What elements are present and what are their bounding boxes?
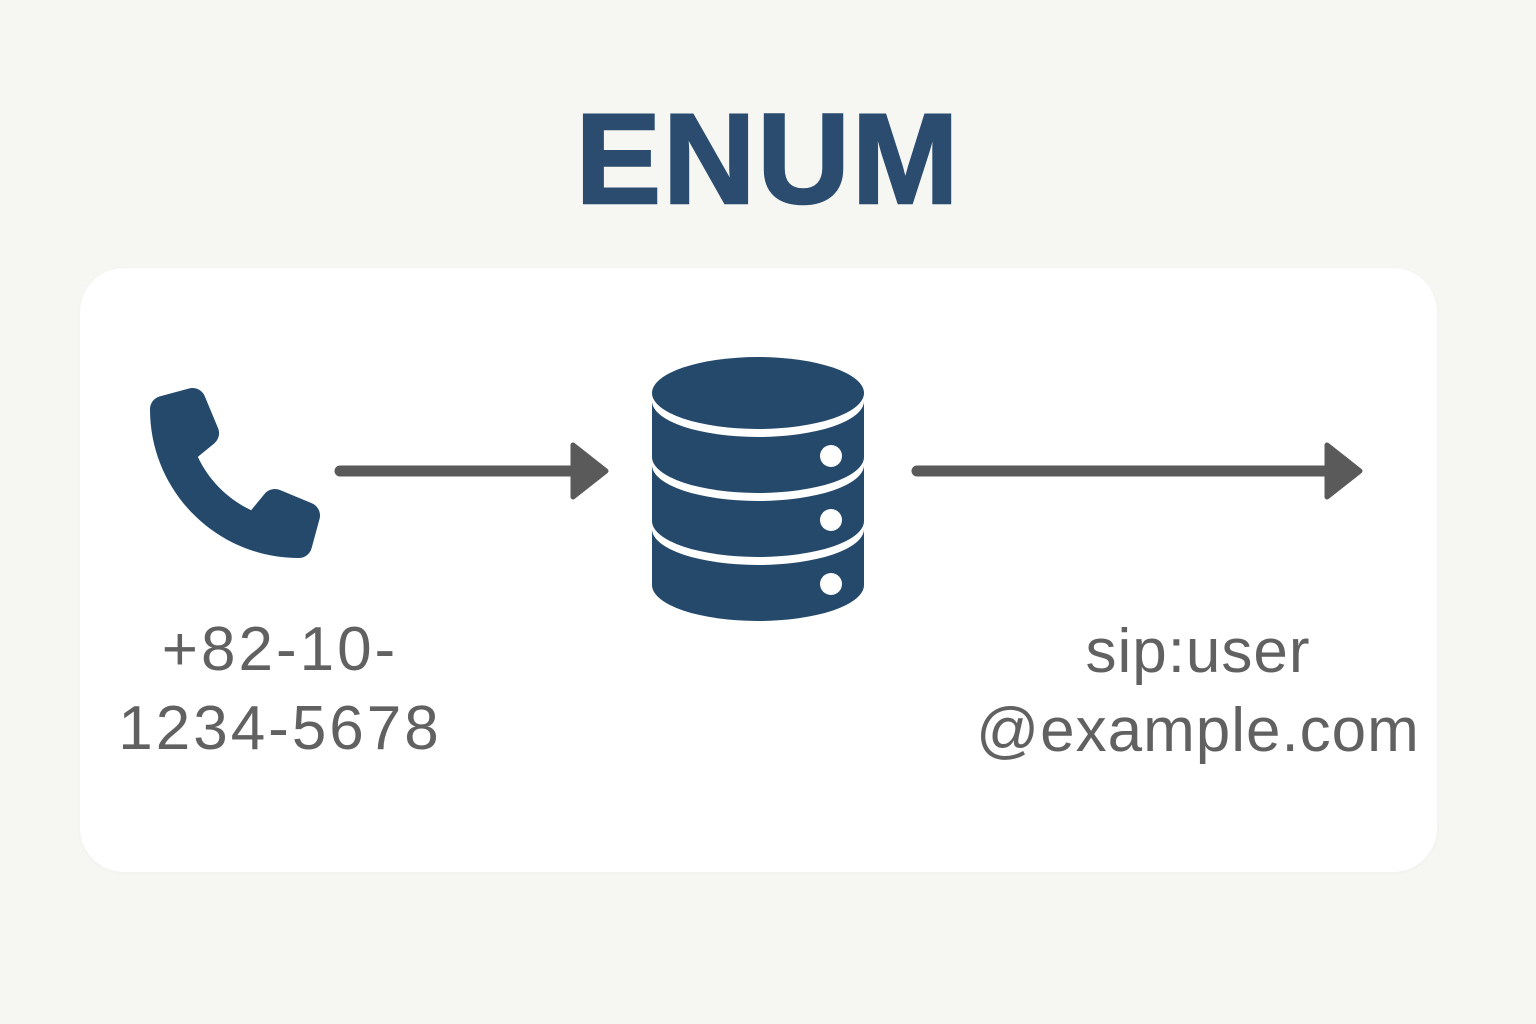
database-icon — [652, 357, 864, 621]
database-band-3 — [652, 529, 864, 621]
database-band-2 — [652, 465, 864, 557]
database-led-dot — [820, 509, 842, 531]
database-top-disk — [652, 357, 864, 429]
database-led-dot — [820, 573, 842, 595]
phone-number-line-1: +82-10- — [161, 615, 399, 684]
database-led-dot — [820, 445, 842, 467]
arrow-right-icon — [334, 442, 609, 500]
phone-number-label: +82-10- 1234-5678 — [80, 610, 480, 768]
phone-icon — [150, 388, 320, 558]
sip-uri-label: sip:user @example.com — [963, 612, 1433, 770]
page-title: ENUM — [574, 88, 961, 231]
phone-icon-shape — [150, 388, 320, 558]
arrow-head — [570, 442, 609, 500]
database-band-1 — [652, 401, 864, 493]
arrow-right-icon — [911, 442, 1363, 500]
sip-uri-line-2: @example.com — [976, 696, 1420, 765]
sip-uri-line-1: sip:user — [1085, 617, 1311, 686]
phone-number-line-2: 1234-5678 — [118, 694, 442, 763]
arrow-head — [1324, 442, 1363, 500]
